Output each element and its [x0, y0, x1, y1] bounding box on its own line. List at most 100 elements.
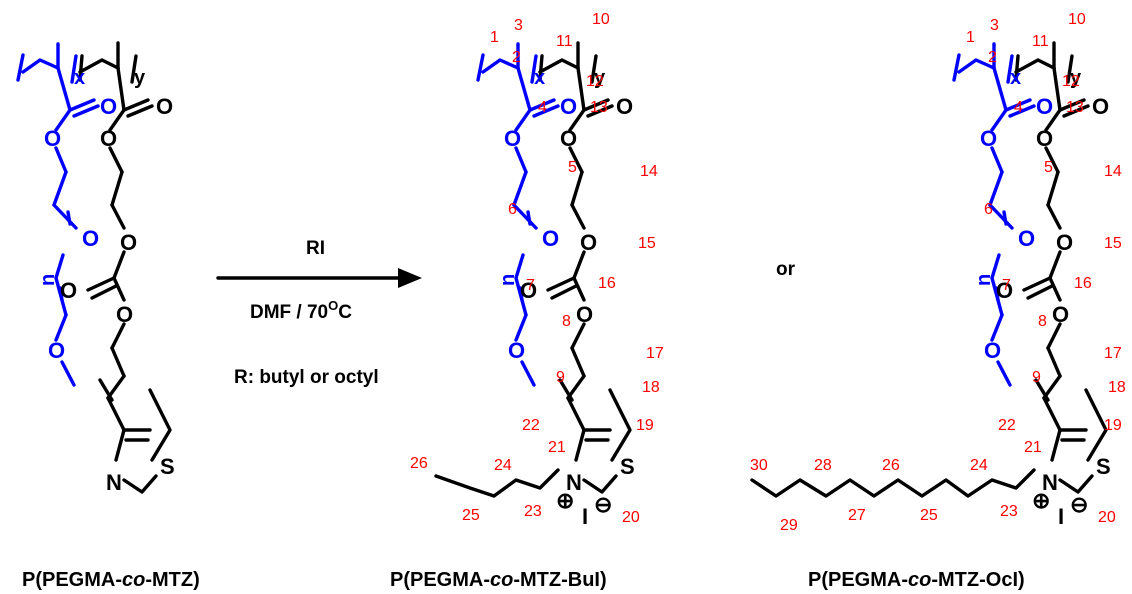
atom-number: 11 — [556, 33, 573, 50]
subscript-n: n — [37, 274, 59, 286]
atom-number: 4 — [1014, 99, 1023, 116]
atom-number: 7 — [526, 277, 535, 294]
atom-o: O — [1036, 94, 1053, 119]
atom-number: 18 — [1108, 379, 1126, 396]
atom-number: 22 — [998, 417, 1016, 434]
atom-number: 8 — [1038, 313, 1047, 330]
atom-o: O — [580, 230, 597, 255]
atom-o: O — [576, 302, 593, 327]
atom-number: 22 — [522, 417, 540, 434]
atom-o: O — [156, 94, 173, 119]
atom-number: 14 — [1104, 163, 1122, 180]
atom-number: 15 — [1104, 235, 1122, 252]
atom-number: 25 — [462, 507, 480, 524]
atom-number: 6 — [984, 201, 993, 218]
atom-number: 14 — [640, 163, 658, 180]
atom-number: 2 — [512, 49, 521, 66]
atom-s: S — [1096, 454, 1111, 479]
atom-number: 6 — [508, 201, 517, 218]
r-group-label: R: butyl or octyl — [234, 367, 379, 388]
product-oc-name: P(PEGMA-co-MTZ-OcI) — [808, 569, 1025, 591]
atom-number: 10 — [1068, 11, 1086, 28]
atom-number: 18 — [642, 379, 660, 396]
reagent-label: RI — [306, 238, 325, 259]
atom-number: 5 — [568, 159, 577, 176]
atom-o: O — [100, 94, 117, 119]
atom-number: 23 — [1000, 503, 1018, 520]
atom-o: O — [1052, 302, 1069, 327]
atom-number: 9 — [556, 369, 565, 386]
atom-o: O — [44, 126, 61, 151]
atom-n: N — [1042, 470, 1058, 495]
atom-number: 11 — [1032, 33, 1049, 50]
minus-charge: ⊖ — [1070, 492, 1088, 517]
iodide: I — [582, 504, 588, 529]
atom-o: O — [996, 278, 1013, 303]
atom-o: O — [980, 126, 997, 151]
atom-number: 9 — [1032, 369, 1041, 386]
atom-number: 7 — [1002, 277, 1011, 294]
atom-numbers-oc: 1 2 3 4 5 6 7 8 9 10 11 12 13 14 15 16 1… — [750, 11, 1126, 534]
atom-number: 24 — [494, 457, 512, 474]
subscript-y: y — [1070, 67, 1082, 89]
subscript-y: y — [594, 67, 606, 89]
atom-number: 1 — [490, 29, 499, 46]
atom-o: O — [1036, 126, 1053, 151]
atom-number: 26 — [410, 455, 428, 472]
atom-number: 28 — [814, 457, 832, 474]
atom-o: O — [560, 126, 577, 151]
atom-number: 19 — [636, 417, 654, 434]
atom-o: O — [116, 302, 133, 327]
atom-o: O — [82, 226, 99, 251]
atom-number: 17 — [646, 345, 664, 362]
atom-o: O — [520, 278, 537, 303]
atom-number: 16 — [598, 275, 616, 292]
atom-number: 23 — [524, 503, 542, 520]
atom-number: 8 — [562, 313, 571, 330]
atom-n: N — [106, 470, 122, 495]
atom-number: 29 — [780, 517, 798, 534]
product-bu-structure: x y n O O O O O O O O O N S ⊕ I ⊖ 1 2 3 … — [410, 11, 664, 529]
atom-o: O — [1056, 230, 1073, 255]
atom-n: N — [566, 470, 582, 495]
atom-number: 13 — [1066, 99, 1084, 116]
atom-number: 3 — [514, 17, 523, 34]
atom-number: 21 — [1024, 439, 1042, 456]
atom-number: 3 — [990, 17, 999, 34]
minus-charge: ⊖ — [594, 492, 612, 517]
atom-o: O — [984, 338, 1001, 363]
atom-number: 12 — [586, 73, 604, 90]
atom-number: 20 — [1098, 509, 1116, 526]
subscript-x: x — [534, 67, 545, 89]
conditions-label: DMF / 70OC — [250, 298, 352, 323]
product-oc-structure: x y n O O O O O O O O O N S ⊕ I ⊖ 1 2 3 … — [750, 11, 1126, 534]
atom-o: O — [100, 126, 117, 151]
reactant-name: P(PEGMA-co-MTZ) — [22, 569, 200, 591]
atom-number: 10 — [592, 11, 610, 28]
atom-o: O — [60, 278, 77, 303]
atom-number: 12 — [1062, 73, 1080, 90]
atom-o: O — [508, 338, 525, 363]
subscript-y: y — [134, 67, 146, 89]
subscript-x: x — [1010, 67, 1021, 89]
atom-o: O — [504, 126, 521, 151]
atom-o: O — [1018, 226, 1035, 251]
iodide: I — [1058, 504, 1064, 529]
atom-o: O — [616, 94, 633, 119]
plus-charge: ⊕ — [1032, 488, 1050, 513]
atom-number: 2 — [988, 49, 997, 66]
atom-number: 20 — [622, 509, 640, 526]
subscript-n: n — [973, 274, 995, 286]
reactant-structure: x y n O O O O O O O O O N S — [16, 41, 175, 495]
atom-o: O — [1092, 94, 1109, 119]
atom-o: O — [560, 94, 577, 119]
atom-s: S — [160, 454, 175, 479]
atom-number: 4 — [538, 99, 547, 116]
product-bu-name: P(PEGMA-co-MTZ-BuI) — [390, 569, 607, 591]
atom-numbers-bu: 1 2 3 4 5 6 7 8 9 10 11 12 13 14 15 16 1… — [410, 11, 664, 526]
atom-o: O — [48, 338, 65, 363]
atom-number: 17 — [1104, 345, 1122, 362]
atom-s: S — [620, 454, 635, 479]
atom-o: O — [542, 226, 559, 251]
